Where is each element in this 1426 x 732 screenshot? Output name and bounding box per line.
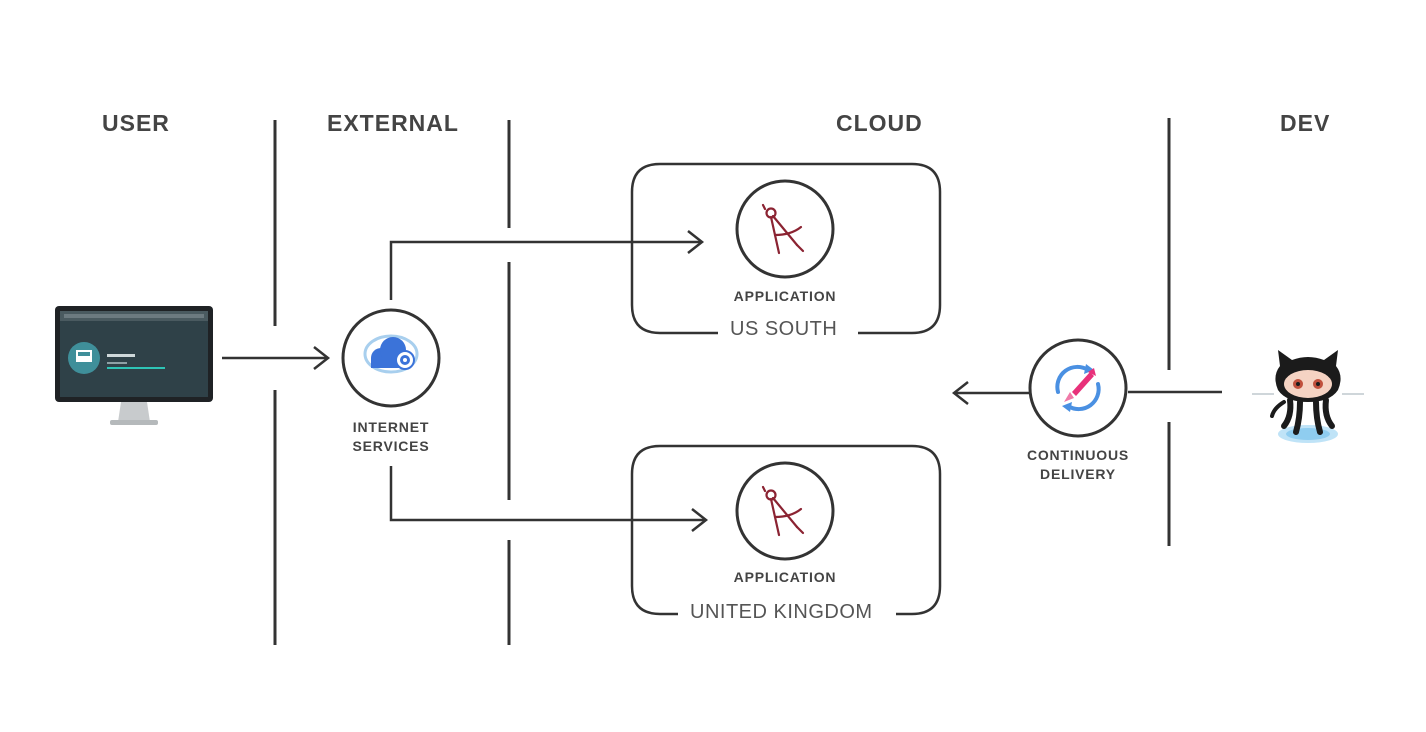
- monitor-icon: [55, 306, 213, 425]
- arrow-internet-to-uk: [389, 466, 706, 522]
- compass-icon: [761, 203, 805, 255]
- compass-icon: [761, 485, 805, 537]
- arrowhead-internet-to-us-south: [687, 230, 705, 254]
- arrow-internet-to-us-south: [389, 240, 702, 300]
- region-label-uk: UNITED KINGDOM: [680, 601, 883, 624]
- internet-services-label-line1: INTERNET: [352, 419, 430, 435]
- continuous-delivery-label-line1: CONTINUOUS: [1026, 447, 1130, 463]
- app-us-south-label: APPLICATION: [733, 288, 837, 304]
- continuous-delivery-label-line2: DELIVERY: [1040, 466, 1116, 482]
- column-header-user: USER: [102, 110, 170, 136]
- internet-services-label: INTERNET SERVICES: [331, 418, 451, 456]
- region-box-us-south: [630, 162, 942, 335]
- arrowhead-user-to-internet: [313, 346, 331, 370]
- cloud-icon: [363, 334, 419, 374]
- column-header-external: EXTERNAL: [327, 110, 459, 136]
- continuous-delivery-label: CONTINUOUS DELIVERY: [1008, 446, 1148, 484]
- region-box-uk: [630, 444, 942, 616]
- arrowhead-delivery-to-cloud: [951, 381, 969, 405]
- column-header-dev: DEV: [1280, 110, 1331, 136]
- arrowhead-internet-to-uk: [691, 508, 709, 532]
- app-uk-label: APPLICATION: [733, 569, 837, 585]
- internet-services-label-line2: SERVICES: [352, 438, 430, 454]
- rocket-icon: [1055, 364, 1101, 412]
- octocat-icon: [1252, 350, 1364, 443]
- column-header-cloud: CLOUD: [836, 110, 923, 136]
- region-label-us-south: US SOUTH: [720, 318, 848, 341]
